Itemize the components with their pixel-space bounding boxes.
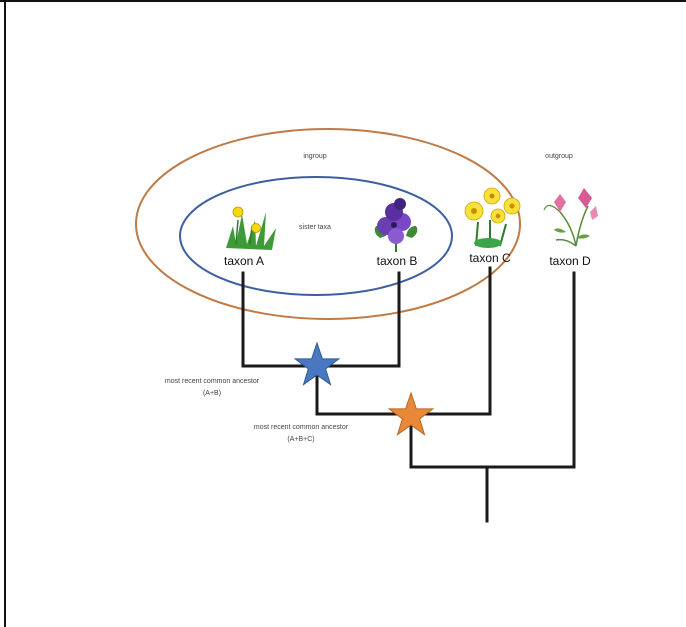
mrca-abc-label-line1: most recent common ancestor (254, 424, 349, 431)
sister-taxa-label: sister taxa (299, 224, 331, 231)
ingroup-ellipse (135, 128, 521, 320)
branch-ab-stem-to-c (315, 266, 492, 416)
taxon-b-label: taxon B (377, 254, 418, 268)
dandelion-icon (226, 206, 276, 250)
cladogram-tree (241, 266, 576, 523)
outgroup-label: outgroup (545, 153, 573, 160)
mrca-abc-label-line2: (A+B+C) (287, 436, 314, 443)
taxon-c-label: taxon C (469, 251, 511, 265)
mrca-ab-label-line2: (A+B) (203, 390, 221, 397)
mrca-ab-label-line1: most recent common ancestor (165, 378, 260, 385)
purple-flower-icon (374, 198, 418, 252)
pink-flower-icon (543, 188, 598, 247)
taxon-a-label: taxon A (224, 254, 264, 268)
mrca-abc-star-icon (387, 391, 435, 436)
mrca-ab-star-icon (293, 341, 341, 386)
ingroup-label: ingroup (303, 153, 326, 160)
yellow-flowers-icon (464, 187, 521, 248)
branch-abc-stem-to-d (409, 271, 576, 469)
sister-taxa-ellipse (179, 176, 453, 296)
taxon-d-label: taxon D (549, 254, 591, 268)
